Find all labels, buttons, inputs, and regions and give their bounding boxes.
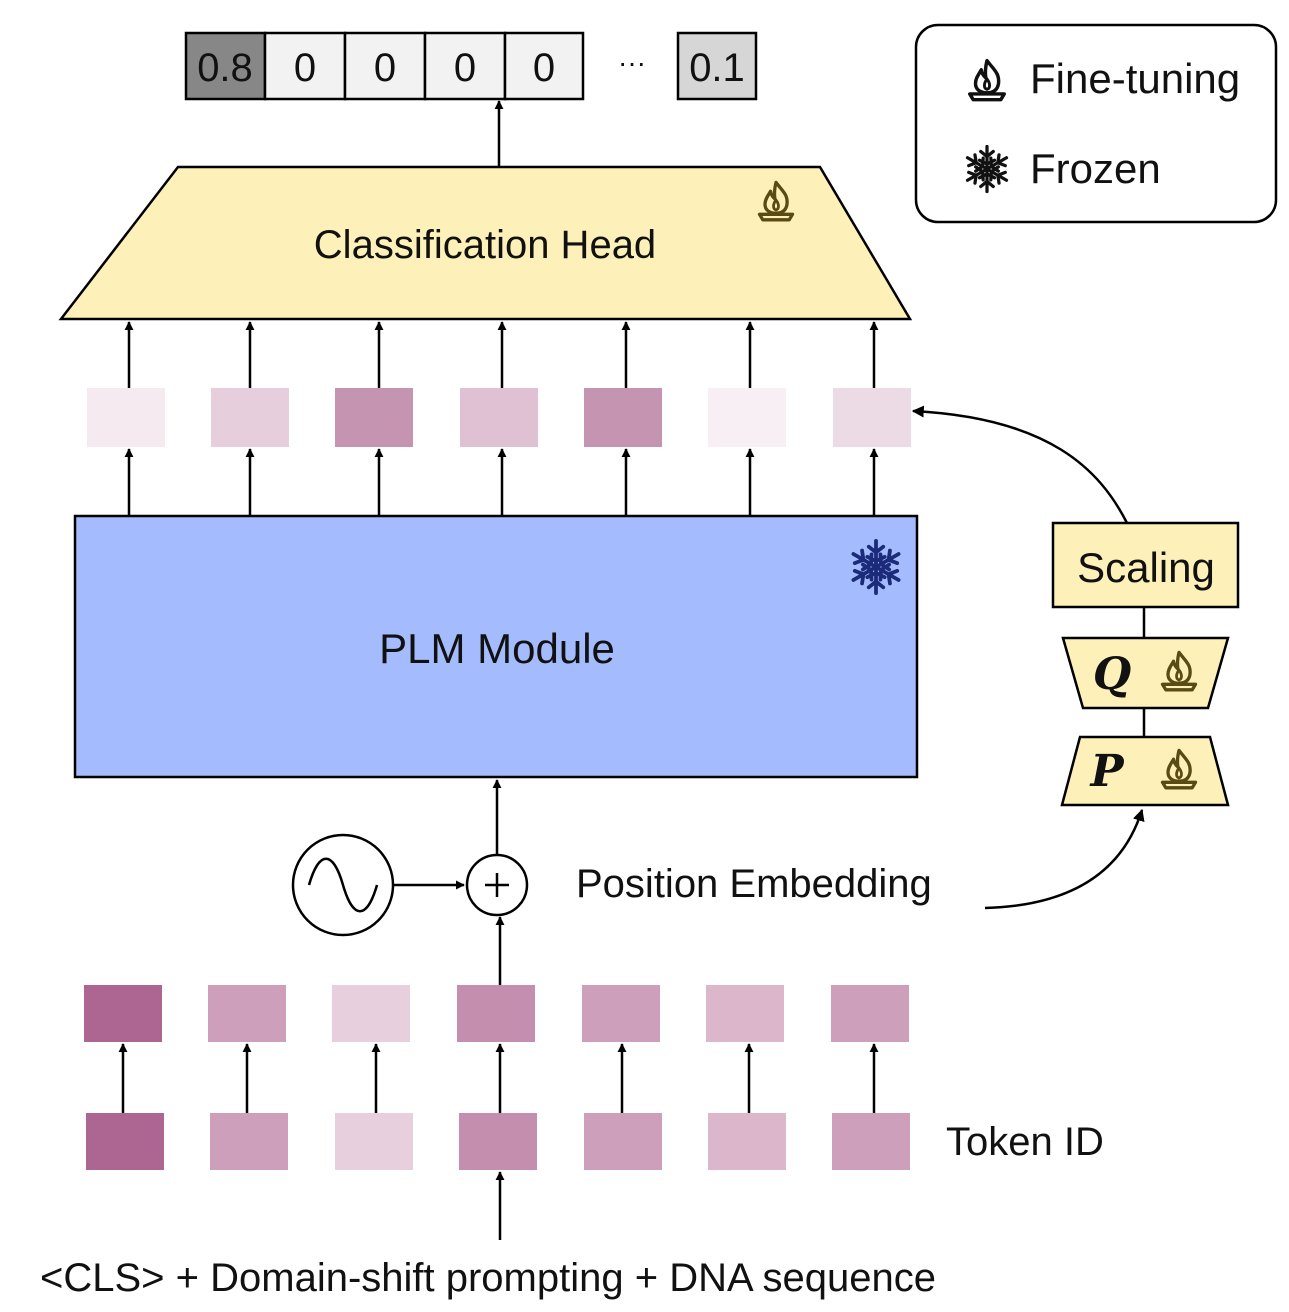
token-id-block [86, 1113, 164, 1170]
classification-head-label: Classification Head [314, 223, 656, 267]
output-embedding-block [708, 388, 786, 447]
token-id-block [459, 1113, 537, 1170]
legend: Fine-tuning Frozen [914, 23, 1278, 224]
token-id-block [708, 1113, 786, 1170]
input-embedding-block [457, 985, 535, 1042]
output-cell-last [676, 31, 758, 101]
posemb-to-p-arrow [984, 808, 1145, 910]
output-value-4: 0 [533, 46, 555, 90]
p-label: P [1088, 746, 1125, 797]
input-embedding-block [332, 985, 410, 1042]
token-id-block [335, 1113, 413, 1170]
scaling-to-embedding-arrow [911, 405, 1129, 524]
classification-head [58, 165, 913, 321]
output-value-last: 0.1 [689, 46, 745, 90]
output-cell-1 [263, 31, 347, 101]
q-block [1061, 636, 1230, 710]
output-cell-4 [503, 31, 585, 101]
output-value-2: 0 [374, 46, 396, 90]
token-id-block [584, 1113, 662, 1170]
p-block [1060, 735, 1230, 807]
output-embedding-block [335, 388, 413, 447]
output-vector: 0.8 0 0 0 0 ··· 0.1 [184, 31, 758, 101]
output-embedding-block [87, 388, 165, 447]
scaling-label: Scaling [1077, 544, 1215, 591]
token-id-block [832, 1113, 910, 1170]
legend-frozen: Frozen [1030, 145, 1161, 192]
output-embedding-block [211, 388, 289, 447]
position-embedding-label: Position Embedding [576, 862, 932, 906]
plm-module-label: PLM Module [379, 625, 615, 672]
output-value-3: 0 [454, 46, 476, 90]
token-ids [86, 1043, 910, 1170]
scaling-block [1051, 521, 1240, 609]
input-embedding-block [208, 985, 286, 1042]
output-value-1: 0 [294, 46, 316, 90]
output-embedding-block [833, 388, 911, 447]
input-embedding-block [706, 985, 784, 1042]
output-value-0: 0.8 [197, 46, 253, 90]
input-embeddings [84, 985, 909, 1042]
output-embedding-block [584, 388, 662, 447]
input-embedding-block [84, 985, 162, 1042]
legend-fine-tuning: Fine-tuning [1030, 55, 1240, 102]
q-label: Q [1093, 649, 1131, 700]
output-ellipsis: ··· [618, 47, 646, 78]
token-id-block [210, 1113, 288, 1170]
output-embedding-block [460, 388, 538, 447]
output-cell-0 [184, 31, 267, 101]
input-text: <CLS> + Domain-shift prompting + DNA seq… [40, 1256, 936, 1300]
sine-curve [307, 857, 379, 913]
input-embedding-block [831, 985, 909, 1042]
input-embedding-block [582, 985, 660, 1042]
plm-module [73, 514, 919, 779]
output-cell-2 [343, 31, 427, 101]
token-id-label: Token ID [946, 1120, 1104, 1164]
output-embeddings [87, 321, 911, 516]
